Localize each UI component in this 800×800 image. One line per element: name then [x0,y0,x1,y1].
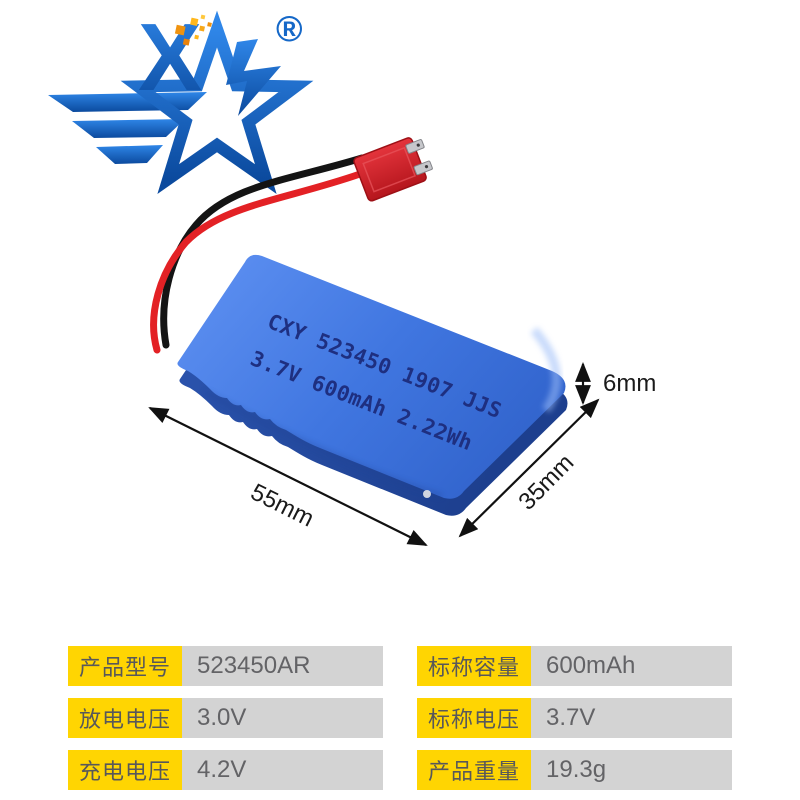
logo-wing-stripes-icon [48,92,207,164]
width-label: 35mm [513,449,579,515]
thickness-label: 6mm [603,370,656,397]
spec-value: 3.0V [182,698,383,738]
spec-row: 标称容量 600mAh [417,646,732,686]
spec-value: 4.2V [182,750,383,790]
spec-row: 标称电压 3.7V [417,698,732,738]
spec-label: 放电电压 [68,698,182,738]
spec-label: 产品重量 [417,750,531,790]
connector-pin-icon [413,160,433,176]
spec-value: 19.3g [531,750,732,790]
spec-label: 标称电压 [417,698,531,738]
spec-label: 充电电压 [68,750,182,790]
spec-row: 产品型号 523450AR [68,646,383,686]
spec-label: 产品型号 [68,646,182,686]
spec-value: 3.7V [531,698,732,738]
logo-pixel-squares-icon [174,14,212,46]
connector-pin-icon [405,139,425,154]
registered-mark: ® [276,8,303,49]
spec-label: 标称容量 [417,646,531,686]
brand-logo: X ® [48,4,314,194]
logo-bolt-icon [226,39,281,116]
wire-red [150,170,364,354]
jst-connector [353,137,433,202]
logo-star-icon [120,10,314,194]
spec-value: 523450AR [182,646,383,686]
length-arrow-icon [148,407,428,546]
battery: CXY 523450 1907 JJS 3.7V 600mAh 2.22Wh [177,254,568,516]
spec-row: 产品重量 19.3g [417,750,732,790]
dimension-annotations [148,362,600,546]
spec-value: 600mAh [531,646,732,686]
wire-black [160,154,366,349]
spec-row: 放电电压 3.0V [68,698,383,738]
width-arrow-icon [458,398,600,538]
battery-vent-dot [423,490,431,498]
spec-row: 充电电压 4.2V [68,750,383,790]
